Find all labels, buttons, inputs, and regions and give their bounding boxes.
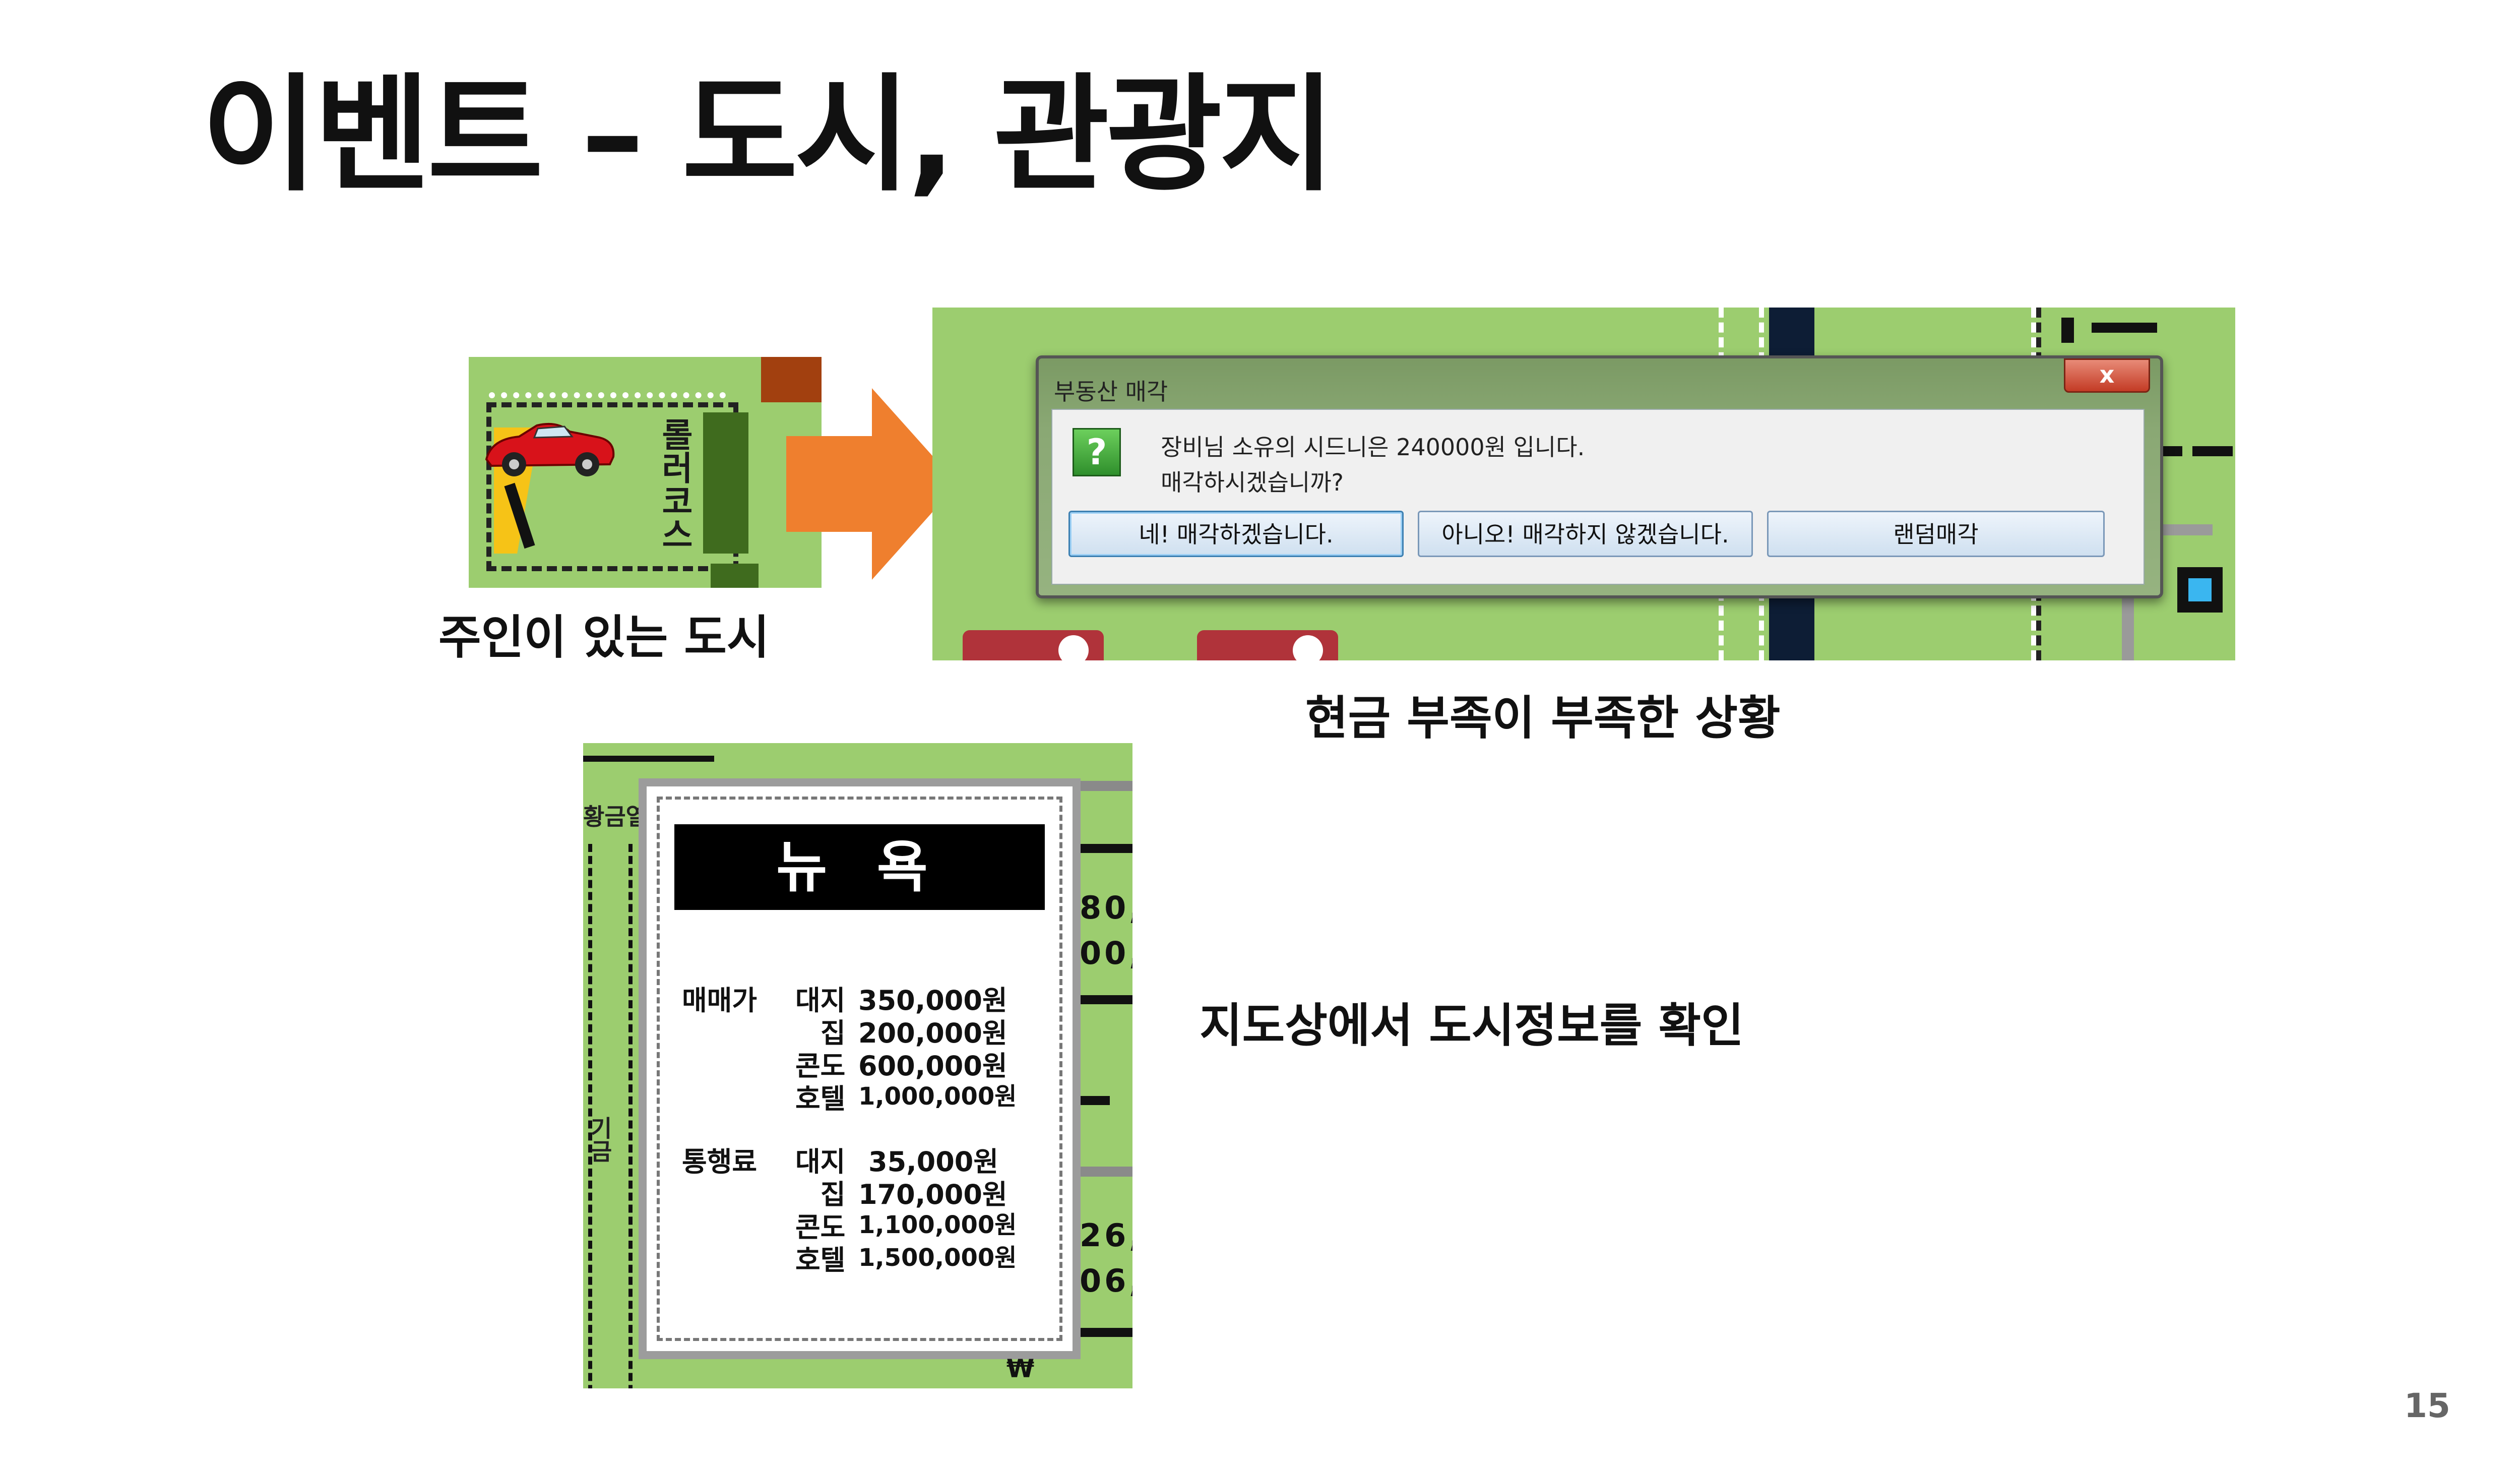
toll-type: 대지 bbox=[795, 1146, 846, 1178]
price-fragment: 80,0 bbox=[1080, 889, 1132, 926]
neighbor-tile bbox=[761, 357, 822, 402]
price-fragment: 06,0 bbox=[1080, 1262, 1132, 1299]
dialog-message: 장비님 소유의 시드니은 240000원 입니다. bbox=[1161, 434, 1585, 461]
price-fragment: 26,0 bbox=[1080, 1217, 1132, 1254]
toll-price: 1,500,000원 bbox=[858, 1244, 1017, 1272]
sale-type: 호텔 bbox=[795, 1083, 846, 1115]
arrow-right-icon bbox=[786, 388, 958, 580]
yes-sell-button[interactable]: 네! 매각하겠습니다. bbox=[1068, 511, 1404, 557]
board-marker bbox=[2192, 446, 2233, 456]
board-dash-line bbox=[628, 844, 633, 1388]
city-name: 뉴 욕 bbox=[674, 824, 1045, 910]
toll-label: 통행료 bbox=[682, 1146, 758, 1178]
close-button[interactable]: x bbox=[2064, 358, 2150, 393]
sell-dialog-screenshot: 부동산 매각 x ? 장비님 소유의 시드니은 240000원 입니다. 매각하… bbox=[932, 308, 2235, 660]
owner-strip-bottom bbox=[711, 564, 759, 588]
sale-price: 1,000,000원 bbox=[858, 1082, 1017, 1111]
board-red-tile bbox=[963, 630, 1104, 660]
sale-type: 콘도 bbox=[795, 1050, 846, 1082]
board-marker bbox=[2122, 590, 2134, 660]
slide-title: 이벤트 – 도시, 관광지 bbox=[202, 62, 1335, 208]
board-marker bbox=[2061, 318, 2074, 343]
board-marker bbox=[2152, 524, 2213, 535]
city-info-screenshot: 황금열 기금 80,0 00,0 26,0 06,0 뉴 욕 매매가 대지 35… bbox=[583, 743, 1132, 1388]
sale-price: 350,000원 bbox=[858, 985, 1007, 1016]
toll-type: 집 bbox=[821, 1179, 846, 1210]
sale-price: 200,000원 bbox=[858, 1017, 1007, 1049]
board-marker bbox=[583, 756, 714, 762]
board-marker bbox=[2092, 323, 2157, 333]
dialog-question: 매각하시겠습니까? bbox=[1161, 469, 1344, 496]
board-red-tile bbox=[1197, 630, 1338, 660]
toll-price: 35,000원 bbox=[868, 1146, 999, 1178]
red-car-icon bbox=[485, 422, 615, 476]
sale-price: 600,000원 bbox=[858, 1050, 1007, 1082]
won-icon: ₩ bbox=[1006, 1354, 1035, 1383]
board-marker bbox=[1069, 995, 1132, 1004]
board-marker bbox=[1069, 1167, 1132, 1177]
sale-type: 대지 bbox=[795, 985, 846, 1016]
blue-square-icon bbox=[2177, 567, 2223, 613]
page-number: 15 bbox=[2404, 1386, 2450, 1425]
dialog-body: ? 장비님 소유의 시드니은 240000원 입니다. 매각하시겠습니까? 네!… bbox=[1051, 409, 2145, 585]
city-card: 뉴 욕 매매가 대지 350,000원 집 200,000원 콘도 600,00… bbox=[639, 778, 1081, 1359]
card-dashed-border bbox=[657, 797, 1062, 1341]
board-marker bbox=[1080, 781, 1132, 791]
random-sell-button[interactable]: 랜덤매각 bbox=[1767, 511, 2105, 557]
sale-price-label: 매매가 bbox=[682, 985, 758, 1016]
board-marker bbox=[1069, 1328, 1132, 1337]
toll-type: 콘도 bbox=[795, 1211, 846, 1243]
owner-strip bbox=[703, 412, 748, 554]
toll-price: 170,000원 bbox=[858, 1179, 1007, 1210]
toll-type: 호텔 bbox=[795, 1244, 846, 1276]
caption-cash-shortage: 현금 부족이 부족한 상황 bbox=[1305, 691, 1781, 745]
dialog-title: 부동산 매각 bbox=[1054, 378, 1168, 405]
caption-map-info: 지도상에서 도시정보를 확인 bbox=[1200, 999, 1744, 1053]
question-icon: ? bbox=[1073, 428, 1121, 476]
sale-type: 집 bbox=[821, 1017, 846, 1049]
tile-border-dots bbox=[489, 392, 726, 398]
tile-vertical-label: 롤러코스 bbox=[655, 417, 694, 551]
price-fragment: 00,0 bbox=[1080, 935, 1132, 971]
board-marker bbox=[1069, 844, 1132, 853]
caption-owned-city: 주인이 있는 도시 bbox=[438, 611, 770, 664]
toll-price: 1,100,000원 bbox=[858, 1211, 1017, 1239]
no-sell-button[interactable]: 아니오! 매각하지 않겠습니다. bbox=[1418, 511, 1753, 557]
owned-city-tile: 롤러코스 bbox=[469, 357, 822, 588]
left-fragment: 황금열 bbox=[583, 803, 647, 830]
left-fragment: 기금 bbox=[586, 1116, 613, 1163]
board-dash-line bbox=[588, 844, 592, 1388]
sell-property-dialog: 부동산 매각 x ? 장비님 소유의 시드니은 240000원 입니다. 매각하… bbox=[1036, 355, 2163, 598]
